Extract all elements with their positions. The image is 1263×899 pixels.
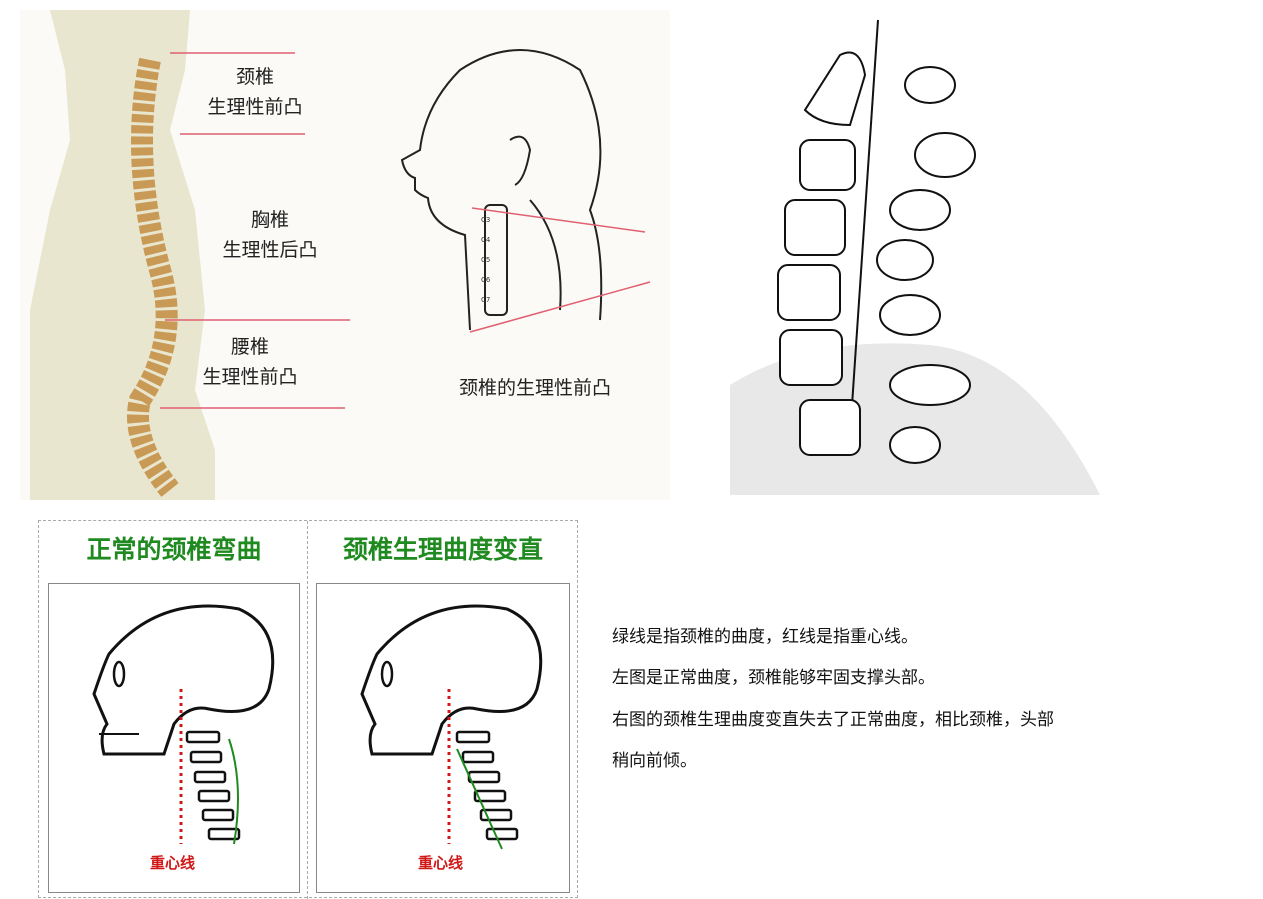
vertebra-label: C5 xyxy=(481,256,491,264)
note-line: 绿线是指颈椎的曲度，红线是指重心线。 xyxy=(612,627,918,647)
cervical-name: 颈椎 xyxy=(235,66,274,88)
neck-illustration xyxy=(400,49,603,331)
straightened-curve-diagram xyxy=(316,583,570,893)
straightened-curve-title: 颈椎生理曲度变直 xyxy=(342,535,543,564)
note-line: 稍向前倾。 xyxy=(612,751,697,771)
spine-illustration: 颈椎 生理性前凸 胸椎 生理性后凸 腰椎 生理性前凸 C3 C4 C5 C6 C… xyxy=(20,10,670,500)
lumbar-name: 腰椎 xyxy=(230,336,269,358)
cervical-label: 颈椎 生理性前凸 xyxy=(185,62,325,122)
vertebra-labels: C3 C4 C5 C6 C7 xyxy=(481,210,490,310)
vertebra-label: C7 xyxy=(481,296,491,304)
center-of-gravity-label-right: 重心线 xyxy=(418,854,464,872)
vertebra-label: C6 xyxy=(481,276,491,284)
vertebra-label: C4 xyxy=(481,236,491,244)
spine xyxy=(127,57,179,497)
thoracic-name: 胸椎 xyxy=(250,209,289,231)
vertebra-label: C3 xyxy=(481,216,491,224)
normal-curve-title: 正常的颈椎弯曲 xyxy=(86,535,262,564)
note-line: 右图的颈椎生理曲度变直失去了正常曲度，相比颈椎，头部 xyxy=(612,710,1054,730)
neck-caption: 颈椎的生理性前凸 xyxy=(458,377,611,399)
vertebrae xyxy=(185,730,241,841)
cervical-spine-sketch xyxy=(730,19,1100,495)
center-of-gravity-label-left: 重心线 xyxy=(150,854,196,872)
cervical-desc: 生理性前凸 xyxy=(207,96,303,118)
normal-curve-diagram xyxy=(48,583,300,893)
thoracic-label: 胸椎 生理性后凸 xyxy=(200,205,340,265)
lumbar-label: 腰椎 生理性前凸 xyxy=(180,332,320,392)
note-line: 左图是正常曲度，颈椎能够牢固支撑头部。 xyxy=(612,668,935,688)
thoracic-desc: 生理性后凸 xyxy=(222,239,318,261)
body-silhouette xyxy=(30,10,651,500)
lumbar-desc: 生理性前凸 xyxy=(202,366,298,388)
vertebrae xyxy=(455,730,519,841)
